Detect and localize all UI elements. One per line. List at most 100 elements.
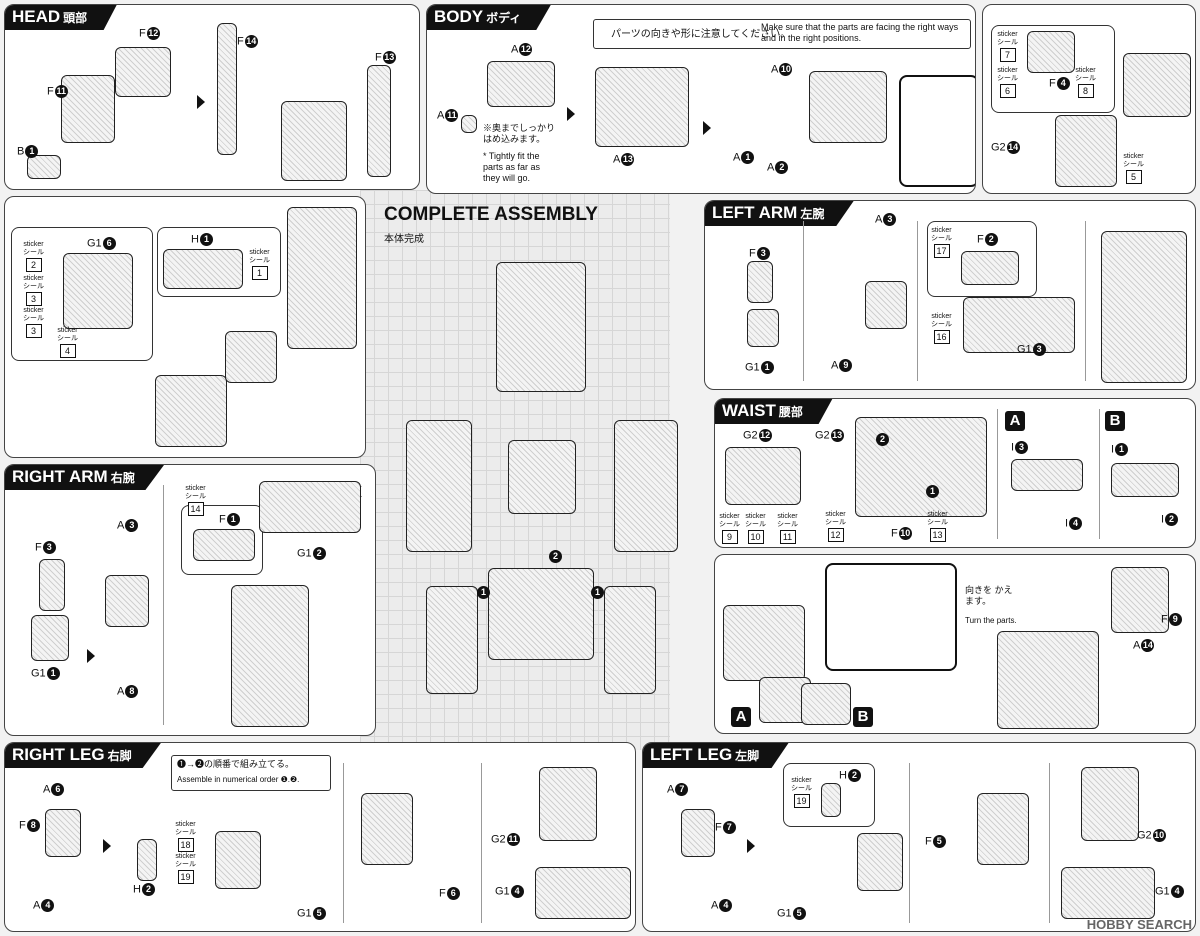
rl-part-f8 [45,809,81,857]
la-part-f2 [961,251,1019,285]
body-part-a12 [487,61,555,107]
big-box-b: B [853,707,873,727]
la-part-f3 [747,261,773,303]
ra-part-g12 [259,481,361,533]
waist-part-i1 [1111,463,1179,497]
rl-part-h2 [137,839,157,881]
ra-part-f3 [39,559,65,611]
head-part-f14 [217,23,237,155]
divider [343,763,344,923]
ca-step-1-right: 1 [590,586,604,599]
warning-en: Make sure that the parts are facing the … [761,22,959,43]
ca-head [496,262,586,392]
waist-lower-b-part [801,683,851,725]
waist-step-1: 1 [925,485,939,498]
order-note-en: Assemble in numerical order ❶.❷. [177,775,300,784]
warning-box [593,19,971,49]
divider [803,221,804,381]
body-part-main [809,71,887,143]
ra-part-f1 [193,529,255,561]
body-part-a13-assembly [595,67,689,147]
turn-jp: 向きを かえます。 [965,585,1013,606]
body-part-a11 [461,115,477,133]
la-part-g13 [963,297,1075,353]
complete-assembly-title: COMPLETE ASSEMBLY [384,204,598,225]
step-arrow [103,839,111,853]
la-part-g11 [747,309,779,347]
head-assembly-right [287,207,357,349]
body-assembly [1055,115,1117,187]
ca-left-arm [406,420,472,552]
divider [1085,221,1086,381]
box-a: A [1005,411,1025,431]
head-h1-part [163,249,243,289]
ll-part-f7 [681,809,715,857]
ra-part-a3 [105,575,149,627]
waist-part-i3 [1011,459,1083,491]
head-face-part [63,253,133,329]
divider [909,763,910,923]
waist-lower-assembly [997,631,1099,729]
divider [997,409,998,539]
ll-assembly-top [1081,767,1139,841]
waist-detail-box [825,563,957,671]
rl-assembly-top [539,767,597,841]
rl-foot [535,867,631,919]
step-arrow [747,839,755,853]
step-arrow [197,95,205,109]
turn-en: Turn the parts. [965,616,1017,625]
divider [481,763,482,923]
divider [163,485,164,725]
order-note-jp: ❶→❷の順番で組み立てる。 [177,759,295,769]
head-assembly-mid [225,331,277,383]
head-assembly-left [155,375,227,447]
rl-part-main [215,831,261,889]
